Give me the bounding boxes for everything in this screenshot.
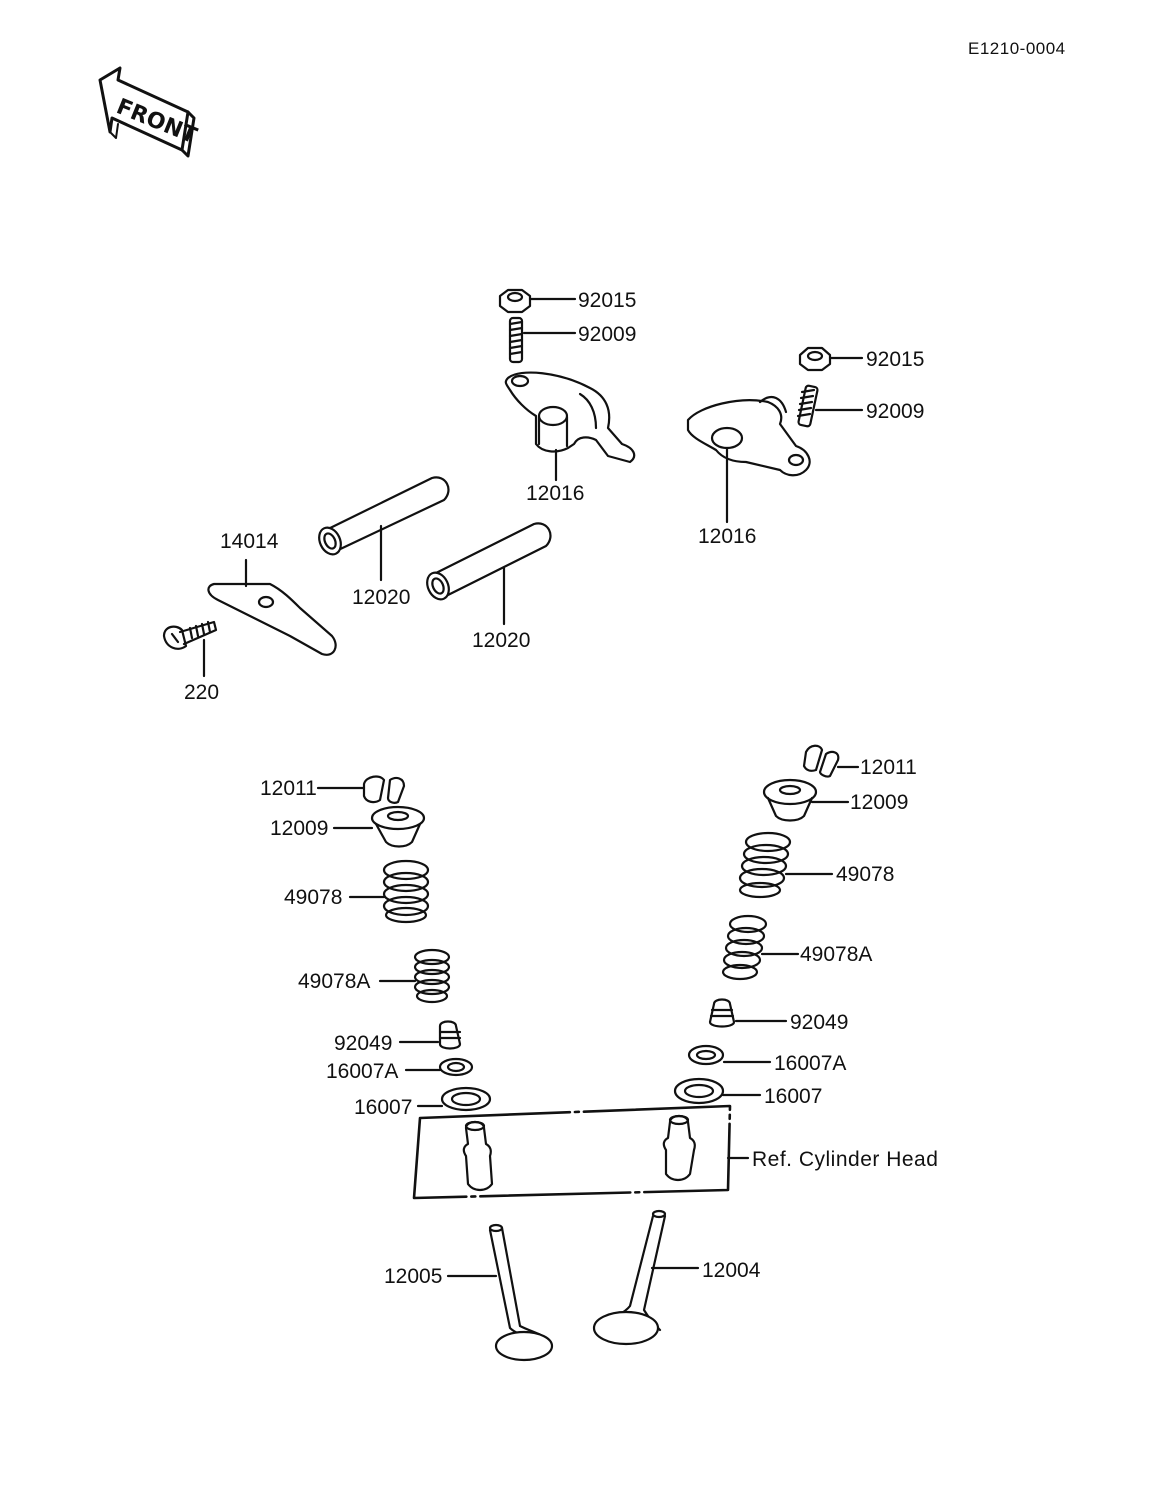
front-arrow-icon: FRONT: [98, 66, 200, 158]
outer-valve-spring-icon: [348, 859, 430, 924]
callout-12009-retainer-right: 12009: [850, 791, 909, 814]
callout-16007A-seat: 16007A: [326, 1060, 399, 1083]
callout-12004-valve: 12004: [702, 1259, 761, 1282]
callout-92049-seal: 92049: [334, 1032, 393, 1055]
valve-stem-seal-icon: [398, 1020, 462, 1050]
reference-cylinder-head-label: Ref. Cylinder Head: [752, 1148, 939, 1171]
callout-92009-stud-right: 92009: [866, 400, 925, 423]
callout-12009-retainer: 12009: [270, 817, 329, 840]
valve-stem-seal-icon: [708, 998, 788, 1028]
inner-valve-spring-icon: [721, 914, 800, 981]
valve-guide-icon: [662, 1114, 696, 1182]
callout-92009-stud: 92009: [578, 323, 637, 346]
callout-12011-collet: 12011: [260, 777, 317, 800]
exhaust-valve-icon: [446, 1223, 554, 1362]
spring-seat-outer-icon: [416, 1086, 492, 1112]
callout-16007-seat-right: 16007: [764, 1085, 823, 1108]
callout-49078A-spring: 49078A: [298, 970, 371, 993]
stud-icon: [508, 316, 577, 364]
callout-12016-rocker-arm: 12016: [526, 482, 585, 505]
callout-16007-seat: 16007: [354, 1096, 413, 1119]
callout-92015-nut-right: 92015: [866, 348, 925, 371]
callout-49078-spring: 49078: [284, 886, 343, 909]
screw-icon: [162, 620, 218, 678]
valve-guide-icon: [462, 1120, 494, 1192]
nut-icon: [498, 288, 577, 314]
callout-92049-seal-right: 92049: [790, 1011, 849, 1034]
cylinder-head-reference-box: [412, 1104, 750, 1200]
spring-seat-outer-icon: [673, 1077, 762, 1105]
diagram-code: E1210-0004: [968, 39, 1066, 58]
nut-icon: [798, 346, 864, 372]
collet-icon: [316, 775, 406, 804]
callout-16007A-seat-right: 16007A: [774, 1052, 847, 1075]
spring-retainer-icon: [762, 778, 850, 822]
callout-12016-rocker-arm-right: 12016: [698, 525, 757, 548]
outer-valve-spring-icon: [738, 831, 834, 899]
rocker-arm-icon: [686, 395, 811, 524]
spring-seat-inner-icon: [687, 1044, 772, 1066]
retaining-plate-icon: [207, 558, 337, 656]
collet-icon: [802, 744, 860, 778]
callout-220-screw: 220: [184, 681, 220, 704]
callout-92015-nut: 92015: [578, 289, 637, 312]
callout-12005-valve: 12005: [384, 1265, 443, 1288]
callout-12020-shaft-right: 12020: [472, 629, 531, 652]
rocker-arm-icon: [504, 371, 636, 482]
callout-49078-spring-right: 49078: [836, 863, 895, 886]
intake-valve-icon: [592, 1209, 700, 1346]
callout-14014-plate: 14014: [220, 530, 279, 553]
rocker-shaft-icon: [426, 522, 552, 626]
callout-12011-collet-right: 12011: [860, 756, 917, 779]
spring-retainer-icon: [332, 805, 426, 848]
stud-icon: [796, 384, 864, 428]
inner-valve-spring-icon: [378, 948, 451, 1004]
callout-49078A-spring-right: 49078A: [800, 943, 873, 966]
callout-12020-shaft: 12020: [352, 586, 411, 609]
spring-seat-inner-icon: [404, 1057, 474, 1077]
rocker-shaft-icon: [318, 476, 450, 582]
